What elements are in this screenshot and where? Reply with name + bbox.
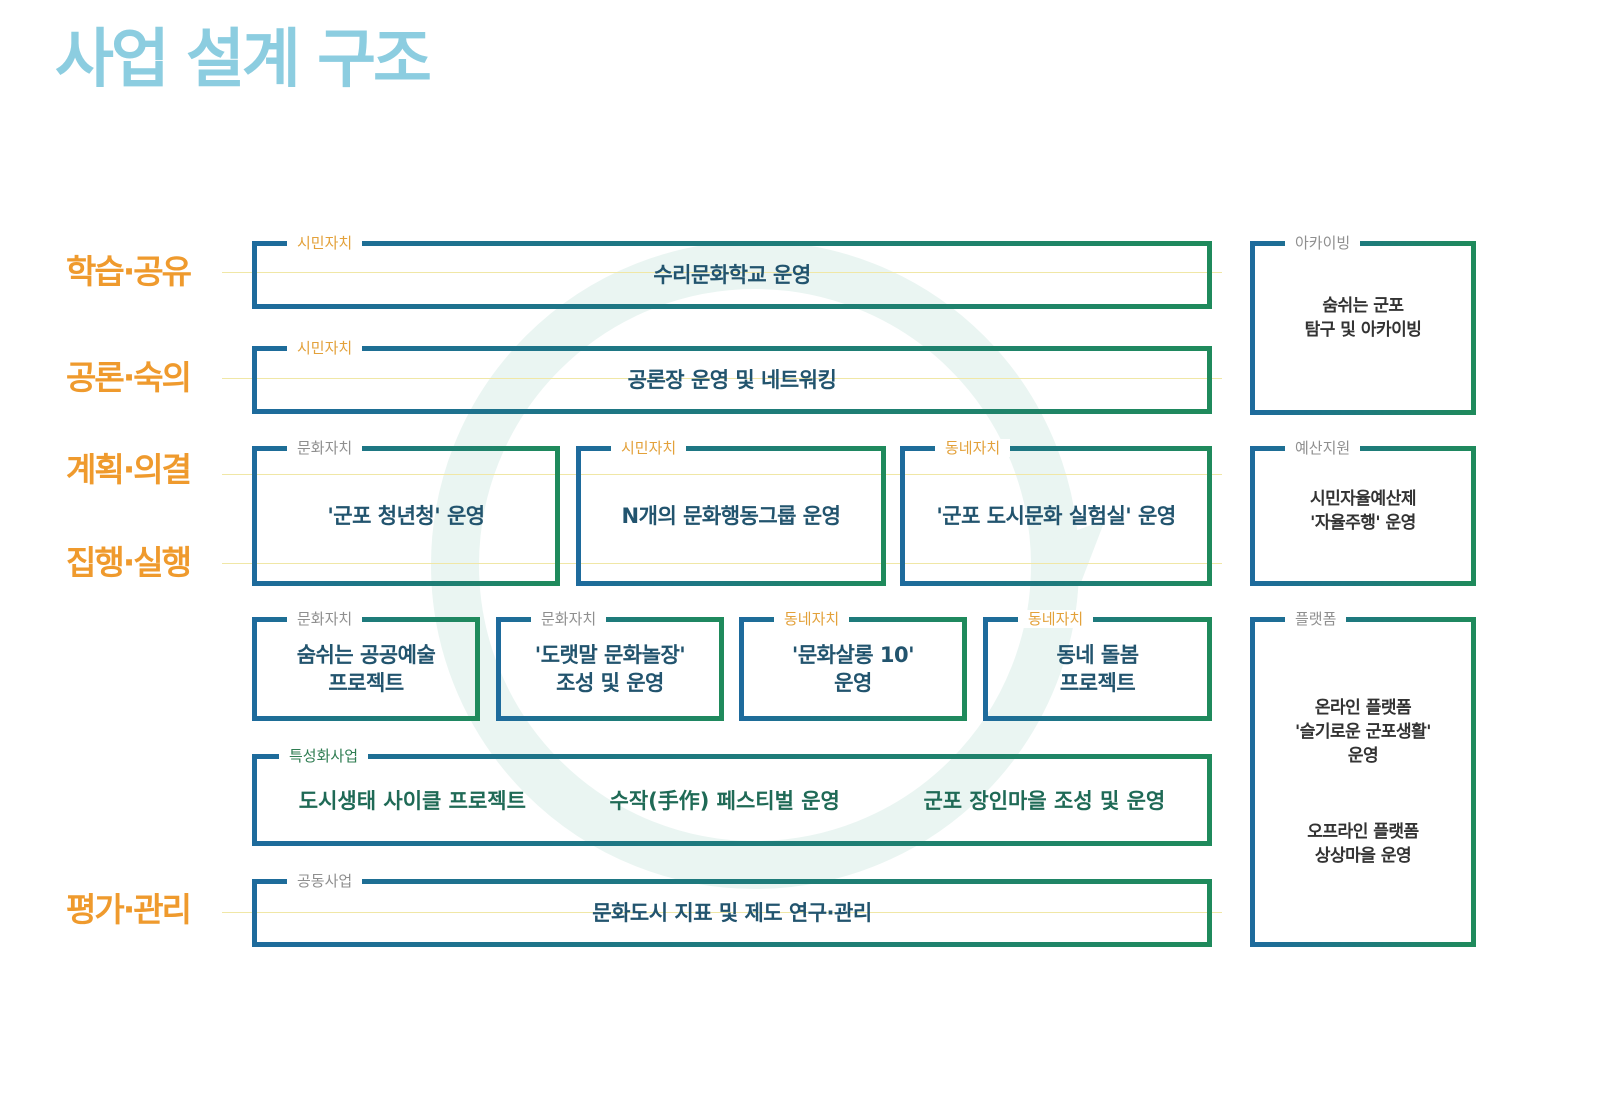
page-title: 사업 설계 구조 bbox=[55, 23, 432, 97]
deliberation-box: 시민자치 공론장 운영 및 네트워킹 bbox=[252, 339, 1212, 414]
box-tag: 공동사업 bbox=[287, 872, 363, 890]
stage-label-planning: 계획·의결 bbox=[66, 450, 192, 489]
box-tag: 시민자치 bbox=[287, 234, 363, 252]
archive-box: 아카이빙 숨쉬는 군포 탐구 및 아카이빙 bbox=[1250, 234, 1476, 415]
stage-label-execution: 집행·실행 bbox=[66, 543, 192, 582]
box-tag: 동네자치 bbox=[935, 439, 1011, 457]
special-project-item: 군포 장인마을 조성 및 운영 bbox=[923, 789, 1166, 813]
box-text: 숨쉬는 공공예술 프로젝트 bbox=[296, 643, 436, 695]
box-text: 문화도시 지표 및 제도 연구·관리 bbox=[592, 901, 872, 925]
plan-box-1: 문화자치 '군포 청년청' 운영 bbox=[252, 439, 560, 586]
box-text: '도랫말 문화놀장' 조성 및 운영 bbox=[534, 643, 686, 695]
box-tag: 플랫폼 bbox=[1285, 610, 1347, 628]
box-tag: 시민자치 bbox=[287, 339, 363, 357]
box-text: 수리문화학교 운영 bbox=[653, 263, 811, 287]
stage-label-learning: 학습·공유 bbox=[66, 252, 192, 291]
platform-box: 플랫폼 온라인 플랫폼 '슬기로운 군포생활' 운영 오프라인 플랫폼 상상마을… bbox=[1250, 610, 1476, 947]
common-project-box: 공동사업 문화도시 지표 및 제도 연구·관리 bbox=[252, 872, 1212, 947]
offline-platform-text: 오프라인 플랫폼 상상마을 운영 bbox=[1307, 822, 1419, 866]
stage-label-evaluation: 평가·관리 bbox=[66, 890, 192, 929]
box-tag: 아카이빙 bbox=[1285, 234, 1361, 252]
exec-box-2: 문화자치 '도랫말 문화놀장' 조성 및 운영 bbox=[496, 610, 724, 721]
exec-box-4: 동네자치 동네 돌봄 프로젝트 bbox=[983, 610, 1212, 721]
box-tag: 동네자치 bbox=[1018, 610, 1094, 628]
box-text: '문화살롱 10' 운영 bbox=[791, 643, 915, 695]
box-tag: 문화자치 bbox=[531, 610, 607, 628]
learning-box: 시민자치 수리문화학교 운영 bbox=[252, 234, 1212, 309]
box-tag: 특성화사업 bbox=[279, 747, 369, 765]
box-tag: 문화자치 bbox=[287, 610, 363, 628]
exec-box-1: 문화자치 숨쉬는 공공예술 프로젝트 bbox=[252, 610, 480, 721]
special-project-item: 수작(手作) 페스티벌 운영 bbox=[609, 789, 840, 813]
box-text: 숨쉬는 군포 탐구 및 아카이빙 bbox=[1304, 296, 1422, 340]
box-text: N개의 문화행동그룹 운영 bbox=[621, 504, 841, 528]
special-projects-list: 도시생태 사이클 프로젝트 수작(手作) 페스티벌 운영 군포 장인마을 조성 … bbox=[257, 759, 1207, 841]
box-tag: 예산지원 bbox=[1285, 439, 1361, 457]
platform-content: 온라인 플랫폼 '슬기로운 군포생활' 운영 오프라인 플랫폼 상상마을 운영 bbox=[1255, 622, 1471, 942]
box-tag: 문화자치 bbox=[287, 439, 363, 457]
special-projects-box: 특성화사업 도시생태 사이클 프로젝트 수작(手作) 페스티벌 운영 군포 장인… bbox=[252, 747, 1212, 846]
box-text: '군포 청년청' 운영 bbox=[327, 504, 485, 528]
special-project-item: 도시생태 사이클 프로젝트 bbox=[298, 789, 526, 813]
box-text: 동네 돌봄 프로젝트 bbox=[1056, 643, 1139, 695]
plan-box-2: 시민자치 N개의 문화행동그룹 운영 bbox=[576, 439, 886, 586]
exec-box-3: 동네자치 '문화살롱 10' 운영 bbox=[739, 610, 967, 721]
stage-label-deliberation: 공론·숙의 bbox=[66, 358, 192, 397]
box-text: '군포 도시문화 실험실' 운영 bbox=[936, 504, 1176, 528]
box-text: 시민자율예산제 '자율주행' 운영 bbox=[1310, 489, 1416, 533]
box-tag: 시민자치 bbox=[611, 439, 687, 457]
budget-box: 예산지원 시민자율예산제 '자율주행' 운영 bbox=[1250, 439, 1476, 586]
plan-box-3: 동네자치 '군포 도시문화 실험실' 운영 bbox=[900, 439, 1212, 586]
box-tag: 동네자치 bbox=[774, 610, 850, 628]
box-text: 공론장 운영 및 네트워킹 bbox=[627, 368, 837, 392]
online-platform-text: 온라인 플랫폼 '슬기로운 군포생활' 운영 bbox=[1295, 698, 1431, 766]
